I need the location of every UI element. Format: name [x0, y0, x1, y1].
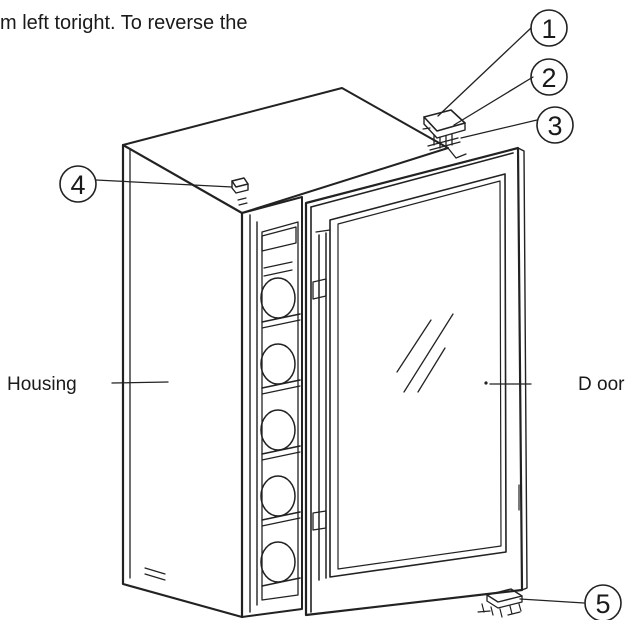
callout-4-number: 4 [70, 170, 85, 200]
top-hinge-assembly [422, 109, 467, 159]
door [304, 146, 528, 617]
callout-5-number: 5 [595, 589, 610, 619]
housing-label: Housing [7, 374, 77, 395]
leader-lines [95, 27, 585, 604]
housing-body [121, 87, 449, 619]
callout-5: 5 [584, 584, 622, 620]
callout-3: 3 [536, 106, 574, 144]
door-label: D oor [578, 374, 625, 395]
callout-1: 1 [530, 9, 568, 47]
caption-text: m left toright. To reverse the [0, 12, 248, 34]
shelves-and-bottles [260, 221, 301, 601]
callout-1-number: 1 [541, 14, 556, 44]
callout-4: 4 [59, 165, 97, 203]
housing-top-cap [231, 177, 249, 206]
bottom-hinge-parts [477, 588, 523, 618]
callout-2-number: 2 [541, 63, 556, 93]
callout-3-number: 3 [547, 111, 562, 141]
callout-2: 2 [530, 58, 568, 96]
